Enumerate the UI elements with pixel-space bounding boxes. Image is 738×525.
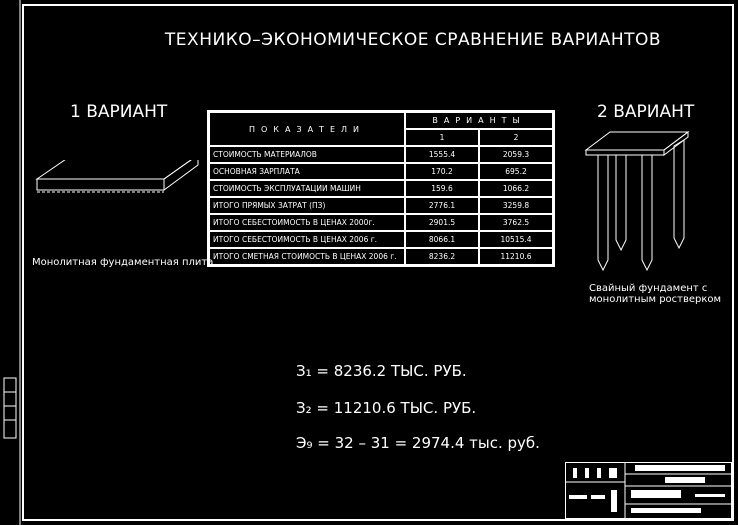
formula-economic-effect: Э₉ = 32 – 31 = 2974.4 тыс. руб. — [296, 434, 540, 452]
drawing-frame — [22, 4, 734, 521]
row-value-2: 3762.5 — [478, 213, 555, 232]
variant-2-caption-line-2: монолитным ростверком — [589, 294, 722, 305]
header-variants: ВАРИАНТЫ — [404, 110, 555, 130]
row-value-2: 10515.4 — [478, 230, 555, 249]
left-margin-stamps — [3, 0, 21, 525]
row-value-2: 3259.8 — [478, 196, 555, 215]
row-label: СТОИМОСТЬ МАТЕРИАЛОВ — [207, 145, 406, 164]
table-row: ИТОГО СЕБЕСТОИМОСТЬ В ЦЕНАХ 2000г.2901.5… — [207, 213, 555, 232]
row-label: СТОИМОСТЬ ЭКСПЛУАТАЦИИ МАШИН — [207, 179, 406, 198]
row-value-2: 695.2 — [478, 162, 555, 181]
variant-2-caption-line-1: Свайный фундамент с — [589, 283, 708, 294]
row-value-1: 8066.1 — [404, 230, 480, 249]
page-title: ТЕХНИКО–ЭКОНОМИЧЕСКОЕ СРАВНЕНИЕ ВАРИАНТО… — [164, 30, 662, 50]
row-label: ИТОГО СМЕТНАЯ СТОИМОСТЬ В ЦЕНАХ 2006 г. — [207, 247, 406, 267]
header-indicators: ПОКАЗАТЕЛИ — [207, 110, 406, 147]
row-value-2: 2059.3 — [478, 145, 555, 164]
variant-1-caption: Монолитная фундаментная плита — [32, 257, 214, 268]
title-block — [565, 462, 732, 519]
row-value-1: 170.2 — [404, 162, 480, 181]
slab-foundation-drawing — [35, 160, 199, 193]
table-row: ИТОГО СМЕТНАЯ СТОИМОСТЬ В ЦЕНАХ 2006 г.8… — [207, 247, 555, 267]
formula-z2: З₂ = 11210.6 ТЫС. РУБ. — [296, 399, 477, 417]
row-label: ИТОГО ПРЯМЫХ ЗАТРАТ (ПЗ) — [207, 196, 406, 215]
row-label: ИТОГО СЕБЕСТОИМОСТЬ В ЦЕНАХ 2006 г. — [207, 230, 406, 249]
row-label: ОСНОВНАЯ ЗАРПЛАТА — [207, 162, 406, 181]
table-row: ИТОГО СЕБЕСТОИМОСТЬ В ЦЕНАХ 2006 г.8066.… — [207, 230, 555, 249]
variant-2-label: 2 ВАРИАНТ — [597, 102, 695, 122]
row-value-1: 8236.2 — [404, 247, 480, 267]
row-label: ИТОГО СЕБЕСТОИМОСТЬ В ЦЕНАХ 2000г. — [207, 213, 406, 232]
row-value-2: 11210.6 — [478, 247, 555, 267]
variant-1-label: 1 ВАРИАНТ — [70, 102, 168, 122]
row-value-2: 1066.2 — [478, 179, 555, 198]
comparison-table: ПОКАЗАТЕЛИ ВАРИАНТЫ 1 2 СТОИМОСТЬ МАТЕРИ… — [207, 110, 555, 267]
pile-foundation-drawing — [584, 131, 690, 272]
formula-z1: З₁ = 8236.2 ТЫС. РУБ. — [296, 362, 467, 380]
row-value-1: 159.6 — [404, 179, 480, 198]
row-value-1: 2901.5 — [404, 213, 480, 232]
header-col-1: 1 — [404, 128, 480, 147]
row-value-1: 1555.4 — [404, 145, 480, 164]
header-col-2: 2 — [478, 128, 555, 147]
row-value-1: 2776.1 — [404, 196, 480, 215]
